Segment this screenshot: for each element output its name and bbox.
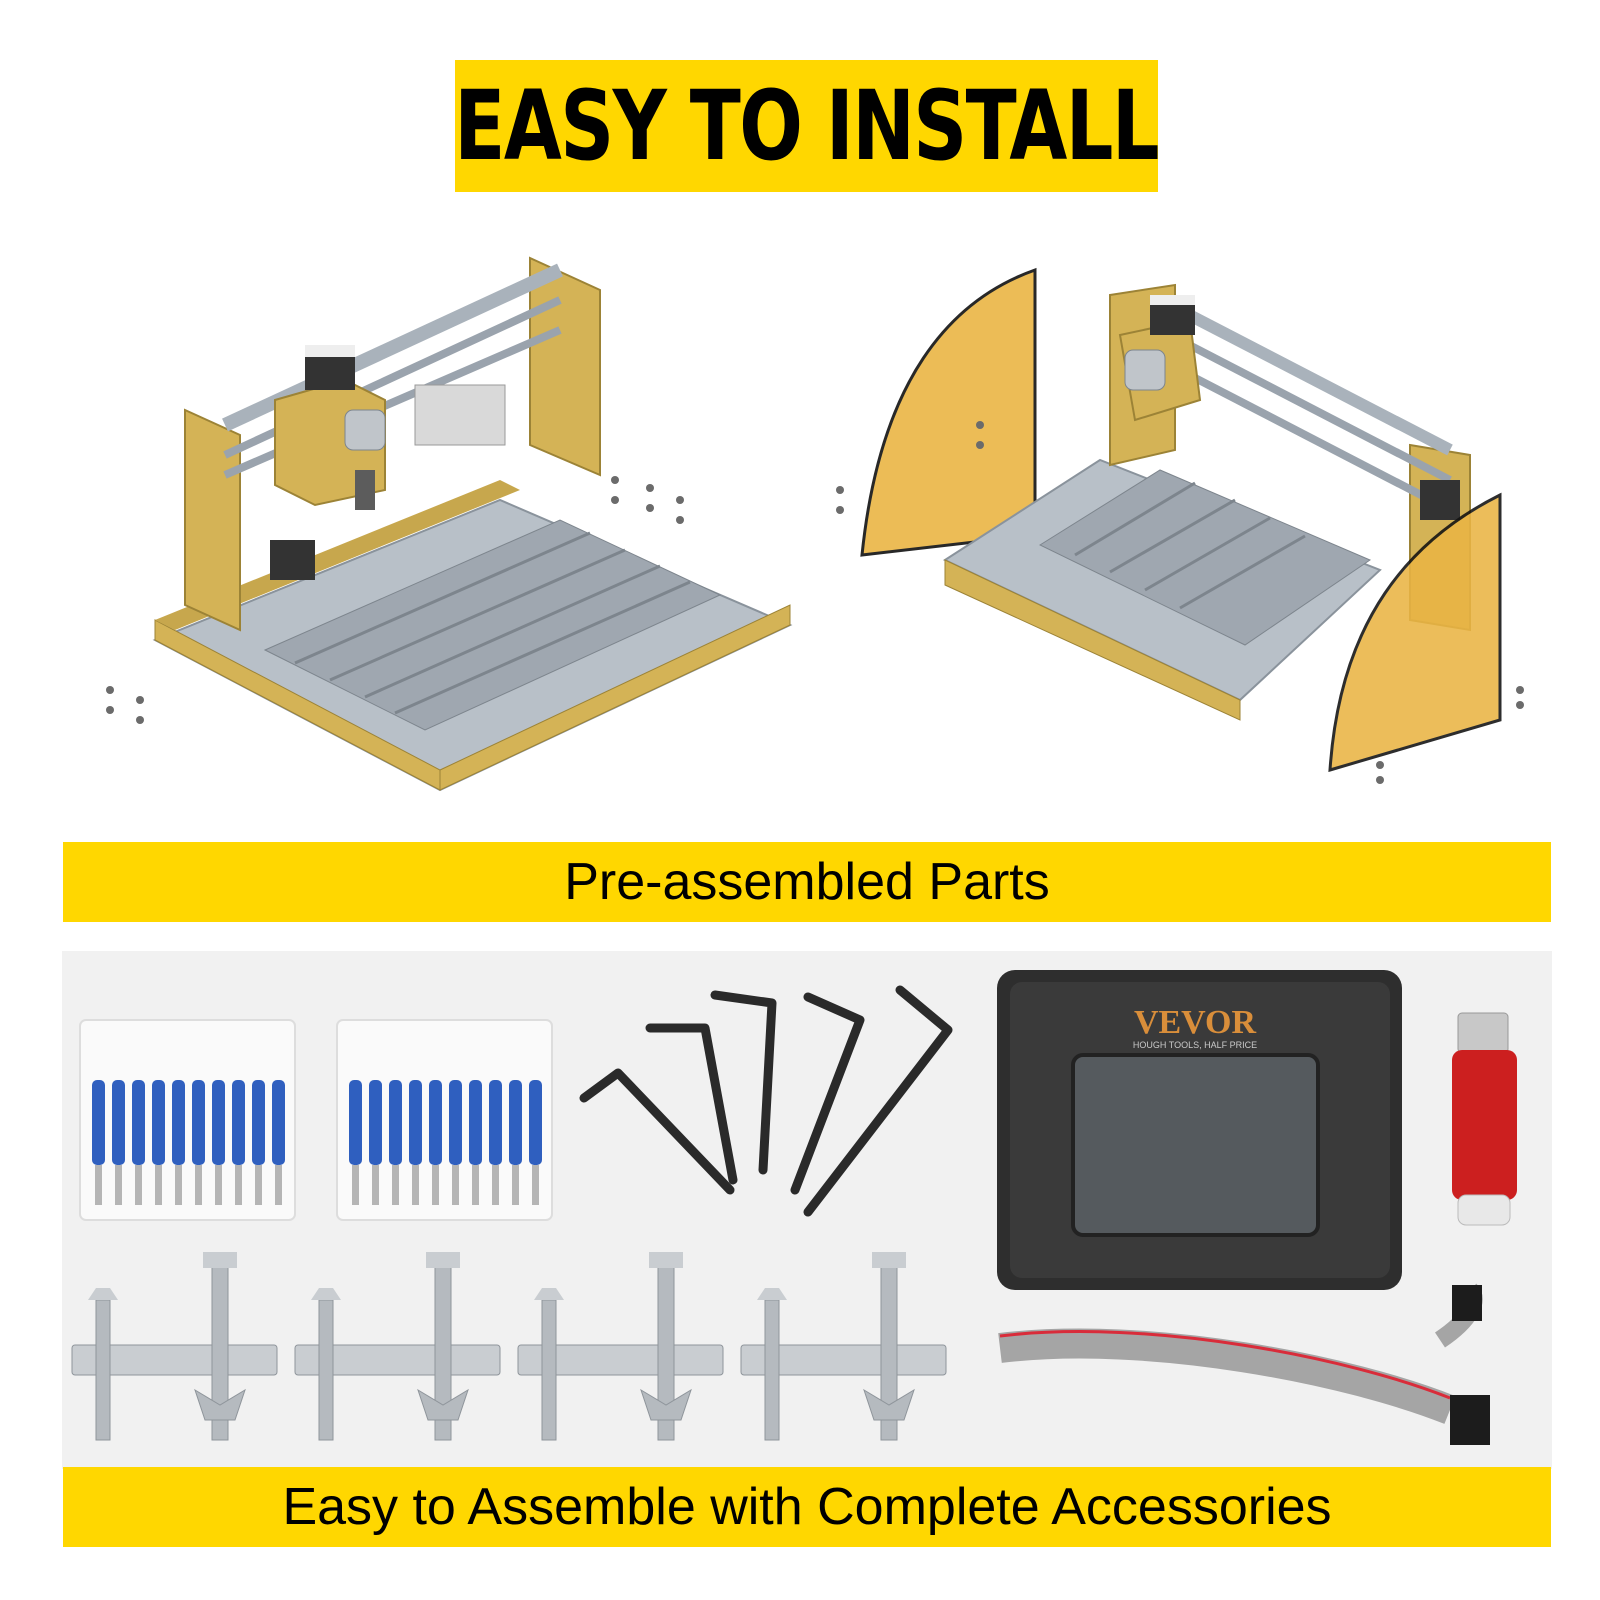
touch-controller-icon: VEVOR HOUGH TOOLS, HALF PRICE xyxy=(997,970,1402,1290)
cnc-side-panel-illustration xyxy=(836,267,1524,784)
cnc-machine-illustration xyxy=(106,256,793,792)
router-bit-box-icon xyxy=(336,1019,553,1221)
hold-down-clamp-icon xyxy=(517,1252,724,1441)
preassembled-parts-label: Pre-assembled Parts xyxy=(564,853,1050,911)
router-bit-box-icon xyxy=(79,1019,296,1221)
accessories-banner: Easy to Assemble with Complete Accessori… xyxy=(63,1467,1551,1547)
controller-tagline: HOUGH TOOLS, HALF PRICE xyxy=(1133,1040,1257,1050)
hold-down-clamp-icon xyxy=(71,1252,278,1441)
hold-down-clamp-icon xyxy=(740,1252,947,1441)
controller-brand: VEVOR xyxy=(1134,1004,1257,1041)
preassembled-parts-banner: Pre-assembled Parts xyxy=(63,842,1551,922)
title-banner: EASY TO INSTALL xyxy=(454,60,1160,192)
hold-down-clamp-icon xyxy=(294,1252,501,1441)
ribbon-cable-icon xyxy=(998,1283,1490,1445)
cnc-illustrations xyxy=(106,256,1524,792)
accessories-label: Easy to Assemble with Complete Accessori… xyxy=(282,1478,1332,1536)
hex-key-icon xyxy=(579,985,953,1217)
page-title: EASY TO INSTALL xyxy=(454,70,1160,182)
usb-drive-icon xyxy=(1452,1012,1517,1226)
